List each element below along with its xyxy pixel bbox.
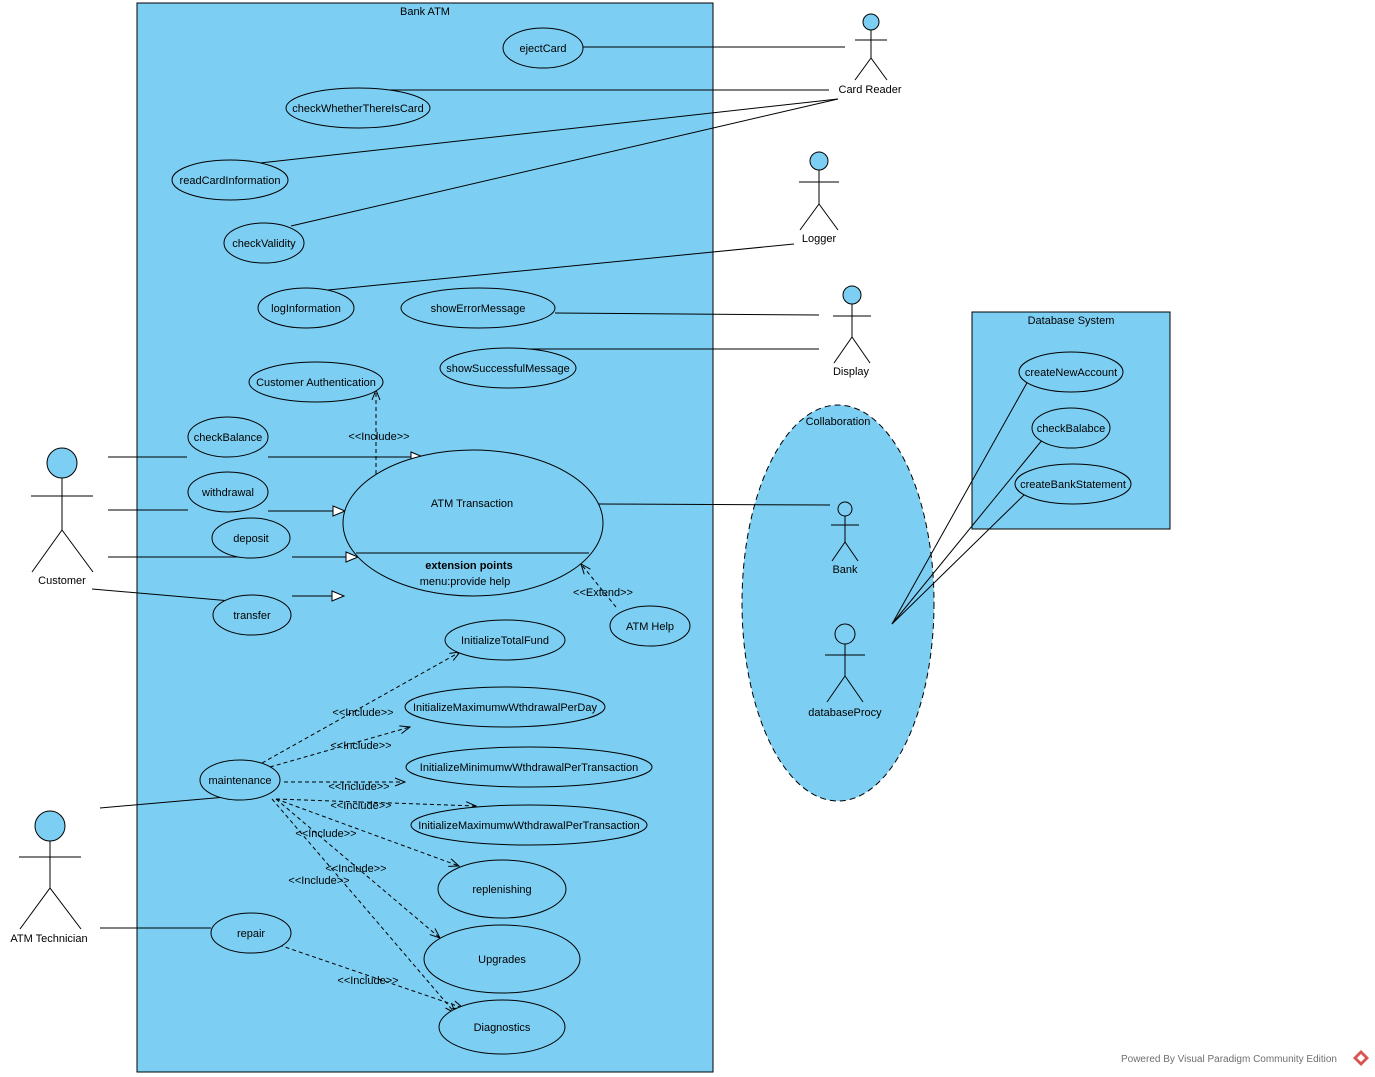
use-case-label: checkWhetherThereIsCard bbox=[292, 103, 423, 115]
actor-atm-technician[interactable]: ATM Technician bbox=[10, 810, 88, 945]
collaboration-title: Collaboration bbox=[806, 416, 871, 428]
use-case-label: withdrawal bbox=[201, 487, 254, 499]
use-case-label: replenishing bbox=[472, 884, 531, 896]
use-case-label: Upgrades bbox=[478, 954, 526, 966]
use-case-create-new-account[interactable]: createNewAccount bbox=[1018, 351, 1124, 393]
use-case-read-card-information[interactable]: readCardInformation bbox=[171, 159, 289, 201]
include-label: <<Include>> bbox=[288, 875, 349, 887]
use-case-transfer[interactable]: transfer bbox=[212, 594, 292, 636]
actor-label: ATM Technician bbox=[10, 933, 87, 945]
include-label: <<Include>> bbox=[328, 781, 389, 793]
actor-bank[interactable]: Bank bbox=[831, 501, 859, 576]
include-label: <<Include>> bbox=[295, 828, 356, 840]
use-case-show-error-message[interactable]: showErrorMessage bbox=[400, 287, 556, 329]
use-case-diagnostics[interactable]: Diagnostics bbox=[438, 999, 566, 1055]
use-case-atm-help[interactable]: ATM Help bbox=[609, 605, 691, 647]
use-case-initialize-max-withdrawal-per-transaction[interactable]: InitializeMaximumwWthdrawalPerTransactio… bbox=[410, 804, 648, 846]
use-case-log-information[interactable]: logInformation bbox=[257, 287, 355, 329]
collaboration-ellipse[interactable]: Collaboration bbox=[741, 404, 935, 802]
extension-points-heading: extension points bbox=[425, 560, 512, 572]
actor-customer[interactable]: Customer bbox=[31, 447, 94, 587]
use-case-label: deposit bbox=[233, 533, 268, 545]
actor-display[interactable]: Display bbox=[833, 285, 871, 378]
actor-database-proxy[interactable]: databaseProcy bbox=[808, 623, 882, 719]
use-case-label: logInformation bbox=[271, 303, 341, 315]
use-case-maintenance[interactable]: maintenance bbox=[199, 759, 281, 801]
use-case-label: InitializeTotalFund bbox=[461, 635, 549, 647]
use-case-replenishing[interactable]: replenishing bbox=[437, 859, 567, 919]
use-case-label: checkBalabce bbox=[1037, 423, 1106, 435]
association-lines bbox=[91, 46, 1044, 929]
include-label: <<Include>> bbox=[332, 707, 393, 719]
use-case-withdrawal[interactable]: withdrawal bbox=[187, 471, 269, 513]
use-case-label: showSuccessfulMessage bbox=[446, 363, 570, 375]
actor-card-reader[interactable]: Card Reader bbox=[839, 13, 902, 96]
use-case-check-validity[interactable]: checkValidity bbox=[223, 222, 305, 264]
use-case-label: showErrorMessage bbox=[431, 303, 526, 315]
use-case-initialize-total-fund[interactable]: InitializeTotalFund bbox=[444, 619, 566, 661]
include-label: <<Include>> bbox=[348, 431, 409, 443]
actor-label: Logger bbox=[802, 233, 837, 245]
use-case-label: readCardInformation bbox=[180, 175, 281, 187]
use-case-check-balabce[interactable]: checkBalabce bbox=[1031, 407, 1111, 449]
system-title: Bank ATM bbox=[400, 6, 450, 18]
use-case-label: ATM Transaction bbox=[431, 498, 513, 510]
include-label: <<Include>> bbox=[337, 975, 398, 987]
use-case-atm-transaction[interactable]: ATM Transaction extension points menu:pr… bbox=[342, 449, 604, 597]
include-label: <<Include>> bbox=[330, 800, 391, 812]
use-case-initialize-max-withdrawal-per-day[interactable]: InitializeMaximumwWthdrawalPerDay bbox=[404, 686, 606, 728]
use-case-label: Customer Authentication bbox=[256, 377, 376, 389]
include-label: <<Include>> bbox=[330, 740, 391, 752]
use-case-label: ejectCard bbox=[519, 43, 566, 55]
generalization-arrows bbox=[268, 457, 423, 596]
use-case-label: InitializeMinimumwWthdrawalPerTransactio… bbox=[420, 762, 638, 774]
use-case-label: transfer bbox=[233, 610, 271, 622]
use-case-label: repair bbox=[237, 928, 265, 940]
use-case-show-successful-message[interactable]: showSuccessfulMessage bbox=[439, 347, 577, 389]
actor-label: Card Reader bbox=[839, 84, 902, 96]
use-case-upgrades[interactable]: Upgrades bbox=[423, 924, 581, 994]
dependency-arrows bbox=[261, 390, 617, 1013]
use-case-label: checkValidity bbox=[232, 238, 296, 250]
use-case-deposit[interactable]: deposit bbox=[211, 517, 291, 559]
use-case-customer-authentication[interactable]: Customer Authentication bbox=[248, 361, 384, 403]
use-case-label: InitializeMaximumwWthdrawalPerDay bbox=[413, 702, 597, 714]
actor-label: Display bbox=[833, 366, 870, 378]
use-case-label: Diagnostics bbox=[474, 1022, 531, 1034]
use-case-label: InitializeMaximumwWthdrawalPerTransactio… bbox=[418, 820, 640, 832]
extension-point-label: menu:provide help bbox=[420, 576, 511, 588]
stereotype-labels: <<Include>> <<Extend>> <<Include>> <<Inc… bbox=[288, 431, 633, 987]
use-case-check-balance[interactable]: checkBalance bbox=[187, 416, 269, 458]
extend-label: <<Extend>> bbox=[573, 587, 633, 599]
database-system-title: Database System bbox=[1028, 315, 1115, 327]
use-case-label: createBankStatement bbox=[1020, 479, 1126, 491]
include-label: <<Include>> bbox=[325, 863, 386, 875]
use-case-create-bank-statement[interactable]: createBankStatement bbox=[1014, 463, 1132, 505]
use-case-label: ATM Help bbox=[626, 621, 674, 633]
actor-label: databaseProcy bbox=[808, 707, 882, 719]
use-case-label: maintenance bbox=[209, 775, 272, 787]
use-case-initialize-min-withdrawal-per-transaction[interactable]: InitializeMinimumwWthdrawalPerTransactio… bbox=[405, 746, 653, 788]
actor-label: Customer bbox=[38, 575, 86, 587]
use-case-repair[interactable]: repair bbox=[210, 912, 292, 954]
visual-paradigm-logo-icon bbox=[1353, 1050, 1369, 1066]
use-case-label: createNewAccount bbox=[1025, 367, 1117, 379]
actor-logger[interactable]: Logger bbox=[799, 151, 839, 245]
use-case-eject-card[interactable]: ejectCard bbox=[502, 27, 584, 69]
use-case-check-whether-there-is-card[interactable]: checkWhetherThereIsCard bbox=[285, 87, 431, 129]
powered-by-footer: Powered By Visual Paradigm Community Edi… bbox=[1120, 1054, 1337, 1065]
actor-label: Bank bbox=[832, 564, 858, 576]
use-case-label: checkBalance bbox=[194, 432, 263, 444]
